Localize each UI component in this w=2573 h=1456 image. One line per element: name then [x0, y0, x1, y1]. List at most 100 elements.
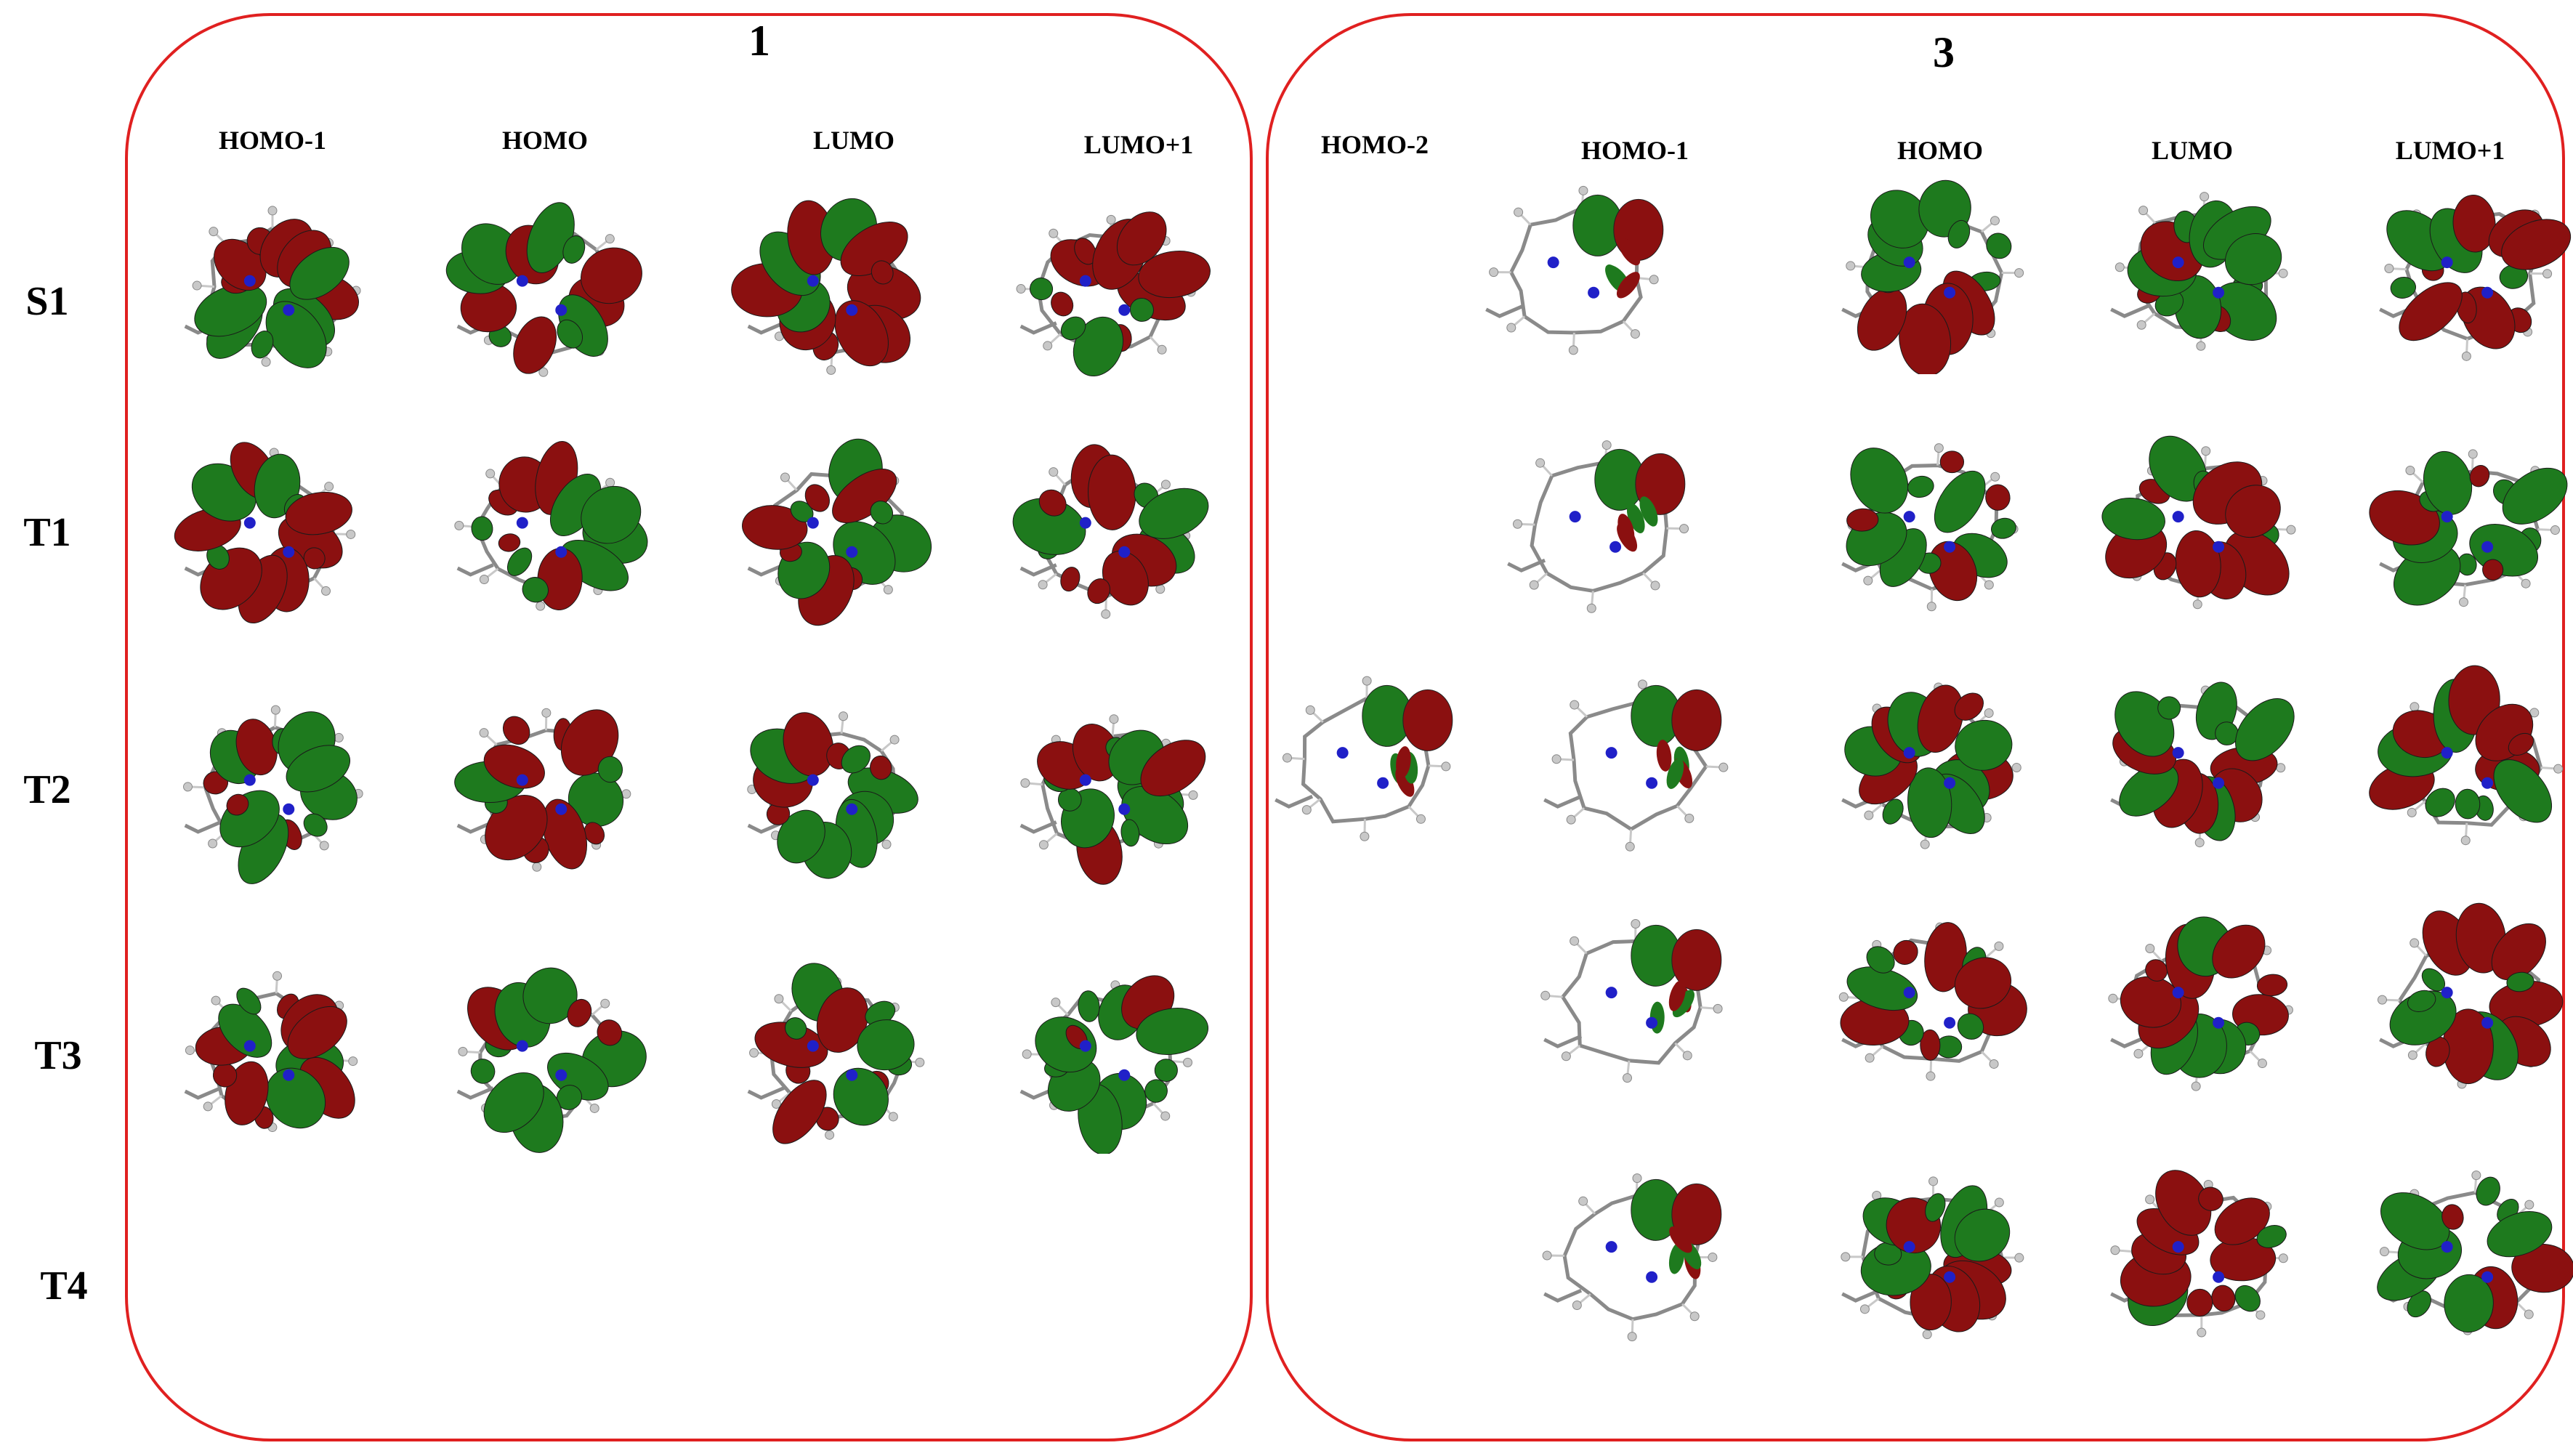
hydrogen-atom [2014, 1253, 2024, 1263]
hydrogen-atom [1630, 329, 1640, 339]
orbital-lobe [226, 793, 249, 816]
nitrogen-atom [283, 1069, 295, 1081]
nitrogen-atom [1903, 256, 1915, 269]
orbital-lobe [2380, 1192, 2450, 1250]
nitrogen-atom [1079, 774, 1091, 786]
orbital-lobe [1954, 1208, 2011, 1262]
orbital-lobe [1087, 578, 1110, 604]
hydrogen-atom [2524, 1200, 2534, 1210]
orbital-lobe [498, 533, 521, 552]
orbital-1-s1-homo [445, 202, 642, 377]
hydrogen-atom [1020, 778, 1030, 788]
row-label-t4: T4 [40, 1263, 88, 1309]
alkyl-substituent [1543, 794, 1583, 809]
hydrogen-atom [1718, 762, 1729, 772]
panel-3-col-homo-2: HOMO-2 [1321, 130, 1429, 159]
row-label-t2: T2 [23, 767, 71, 812]
orbital-3-t4-lumo [2110, 1170, 2288, 1338]
orbital-3-t1-homo [1841, 443, 2019, 612]
nitrogen-atom [1605, 747, 1617, 759]
nitrogen-atom [1944, 1271, 1956, 1283]
hydrogen-atom [2377, 995, 2387, 1005]
orbital-lobe [1671, 929, 1722, 991]
orbital-lobe [2444, 1274, 2494, 1333]
orbital-lobe [1060, 567, 1081, 592]
hydrogen-atom [1183, 1057, 1193, 1067]
orbital-lobe [513, 316, 557, 374]
nitrogen-atom [1944, 541, 1956, 553]
hydrogen-atom [1362, 676, 1372, 686]
orbital-lobe [236, 987, 262, 1015]
orbital-lobe [783, 712, 834, 777]
hydrogen-atom [2192, 599, 2202, 610]
nitrogen-atom [807, 517, 819, 529]
orbital-1-s1-lumoplus1 [1016, 211, 1211, 376]
orbital-lobe [483, 1072, 544, 1133]
orbital-3-s1-homo-1 [1485, 185, 1664, 355]
orbital-lobe [1920, 1029, 1941, 1061]
orbital-lobe [2487, 1211, 2553, 1258]
orbital-lobe [562, 235, 586, 264]
hydrogen-atom [192, 280, 202, 291]
hydrogen-atom [1188, 790, 1198, 800]
orbital-lobe [2493, 759, 2553, 823]
alkyl-substituent [747, 321, 785, 335]
orbital-lobe [2476, 1176, 2500, 1206]
orbital-lobe [870, 755, 892, 780]
hydrogen-atom [1360, 831, 1370, 841]
hydrogen-atom [1922, 1330, 1932, 1340]
nitrogen-atom [1944, 286, 1956, 299]
alkyl-substituent [1485, 304, 1524, 318]
orbital-lobe [1671, 1183, 1722, 1245]
nitrogen-atom [1118, 546, 1131, 558]
hydrogen-atom [1160, 1111, 1171, 1121]
orbital-lobe [2157, 696, 2181, 720]
nitrogen-atom [1609, 541, 1622, 553]
orbital-lobe [289, 246, 350, 300]
orbital-lobe [1907, 475, 1934, 498]
hydrogen-atom [2410, 702, 2420, 712]
nitrogen-atom [283, 546, 295, 558]
panel-1-col-lumo: LUMO [813, 126, 894, 155]
panel-1-col-homo: HOMO [502, 126, 588, 155]
hydrogen-atom [2201, 446, 2211, 456]
orbital-3-t4-lumoplus1 [2377, 1170, 2573, 1335]
orbital-1-t3-homo-1 [184, 971, 358, 1133]
hydrogen-atom [2471, 1170, 2481, 1181]
nitrogen-atom [1079, 275, 1091, 287]
hydrogen-atom [2257, 1059, 2267, 1069]
orbital-lobe [2145, 959, 2168, 982]
orbital-lobe [557, 319, 583, 349]
nitrogen-atom [807, 1040, 819, 1052]
hydrogen-atom [2524, 1309, 2534, 1319]
hydrogen-atom [2553, 764, 2564, 774]
orbital-lobe [2224, 233, 2282, 286]
hydrogen-atom [1713, 1003, 1723, 1014]
orbital-lobe [1088, 454, 1136, 530]
hydrogen-atom [1994, 941, 2004, 951]
orbital-lobe [1928, 541, 1978, 602]
panel-3-col-homo: HOMO [1897, 136, 1983, 165]
orbital-3-s1-homo [1841, 179, 2024, 374]
orbital-lobe [2511, 1243, 2573, 1293]
orbital-lobe [597, 1019, 623, 1046]
nitrogen-atom [846, 546, 858, 558]
orbital-lobe [1626, 503, 1645, 533]
orbital-3-t2-homo-1 [1543, 679, 1729, 852]
hydrogen-atom [538, 367, 549, 377]
orbital-3-t1-lumoplus1 [2369, 449, 2568, 607]
orbital-lobe [2186, 1288, 2213, 1317]
hydrogen-atom [2138, 206, 2149, 216]
hydrogen-atom [1570, 936, 1580, 946]
hydrogen-atom [2459, 597, 2469, 607]
nitrogen-atom [2172, 987, 2184, 999]
nitrogen-atom [516, 1040, 528, 1052]
nitrogen-atom [243, 1040, 256, 1052]
hydrogen-atom [203, 1101, 213, 1112]
hydrogen-atom [1689, 1311, 1700, 1322]
orbital-lobe [2502, 467, 2568, 525]
hydrogen-atom [1101, 609, 1111, 619]
hydrogen-atom [1682, 1051, 1692, 1061]
alkyl-substituent [184, 1086, 222, 1100]
hydrogen-atom [825, 1130, 835, 1140]
